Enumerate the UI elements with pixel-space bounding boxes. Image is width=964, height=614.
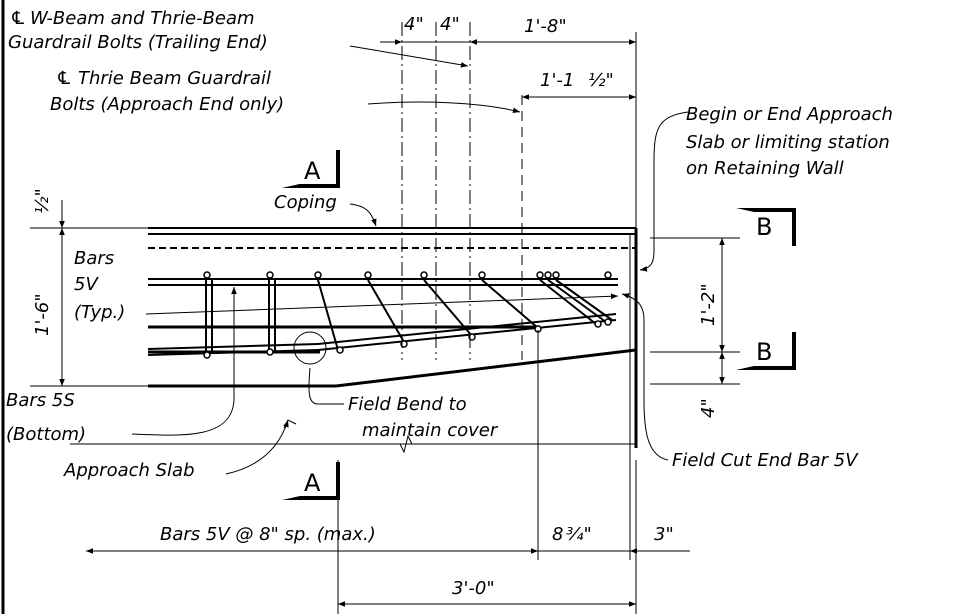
dim-8-3quarter-frac: ¾" [566, 524, 592, 545]
bars-5s-label-line1: Bars 5S [6, 390, 75, 411]
stirrup-bars [205, 279, 613, 352]
thrie-label-line2: Bolts (Approach End only) [50, 94, 284, 115]
field-bend-label-line2: maintain cover [362, 420, 499, 441]
dimension-texts: 4" 4" 1'-8" 1'-1 ½" ½" 1'-6" 1'-2" 4" 8 … [32, 14, 719, 599]
bars-5v-label-line3: (Typ.) [74, 302, 125, 323]
dim-1ft-1half-main: 1'-1 [540, 70, 574, 91]
dim-4in-right: 4" [440, 14, 460, 35]
dim-3in: 3" [654, 524, 674, 545]
thrie-label-line1: Thrie Beam Guardrail [78, 68, 271, 89]
wbeam-label-line2: Guardrail Bolts (Trailing End) [8, 32, 268, 53]
section-marker-a-bottom: A [282, 462, 340, 500]
section-marker-b-top: B [736, 208, 796, 246]
centerline-symbol-1: ℄ [10, 8, 26, 29]
dim-1ft-8in: 1'-8" [524, 16, 567, 37]
begin-end-label-line2: Slab or limiting station [686, 132, 890, 153]
wbeam-label-line1: W-Beam and Thrie-Beam [30, 8, 255, 29]
approach-slab-label: Approach Slab [63, 460, 195, 481]
break-symbol [399, 434, 413, 454]
dimension-lines [59, 39, 725, 607]
spacing-note-label: Bars 5V @ 8" sp. (max.) [160, 524, 376, 545]
dim-half-in: ½" [32, 188, 53, 214]
begin-end-label-line1: Begin or End Approach [686, 104, 893, 125]
section-label-a-bottom: A [304, 469, 321, 497]
dim-1ft-1half-frac: ½" [588, 70, 614, 91]
dim-4in-side: 4" [698, 398, 719, 418]
section-marker-a-top: A [282, 150, 340, 188]
dim-8-3quarter-main: 8 [552, 524, 563, 545]
section-label-a-top: A [304, 157, 321, 185]
bolt-centerlines [401, 22, 523, 360]
field-bend-label-line1: Field Bend to [348, 394, 467, 415]
bars-5s-label-line2: (Bottom) [6, 424, 86, 445]
sloped-bottom-bar [147, 313, 617, 356]
bars-5v-label-line1: Bars [74, 248, 114, 269]
section-label-b-bottom: B [756, 338, 772, 366]
field-cut-label: Field Cut End Bar 5V [672, 450, 859, 471]
bars-5v-label-line2: 5V [74, 274, 99, 295]
leader-lines [131, 45, 689, 475]
slab-outline [148, 227, 638, 448]
dim-3ft-0in: 3'-0" [452, 578, 495, 599]
field-bend-circle [293, 331, 327, 365]
dim-4in-left: 4" [404, 14, 424, 35]
extension-lines [30, 32, 740, 614]
note-labels: ℄ W-Beam and Thrie-Beam Guardrail Bolts … [6, 8, 893, 545]
rebar-dots [203, 271, 612, 359]
begin-end-label-line3: on Retaining Wall [686, 158, 844, 179]
centerline-symbol-2: ℄ [56, 68, 72, 89]
dim-1ft-6in: 1'-6" [32, 293, 53, 336]
section-label-b-top: B [756, 213, 772, 241]
coping-label: Coping [274, 192, 337, 213]
dim-1ft-2in: 1'-2" [698, 283, 719, 326]
section-marker-b-bottom: B [736, 332, 796, 370]
